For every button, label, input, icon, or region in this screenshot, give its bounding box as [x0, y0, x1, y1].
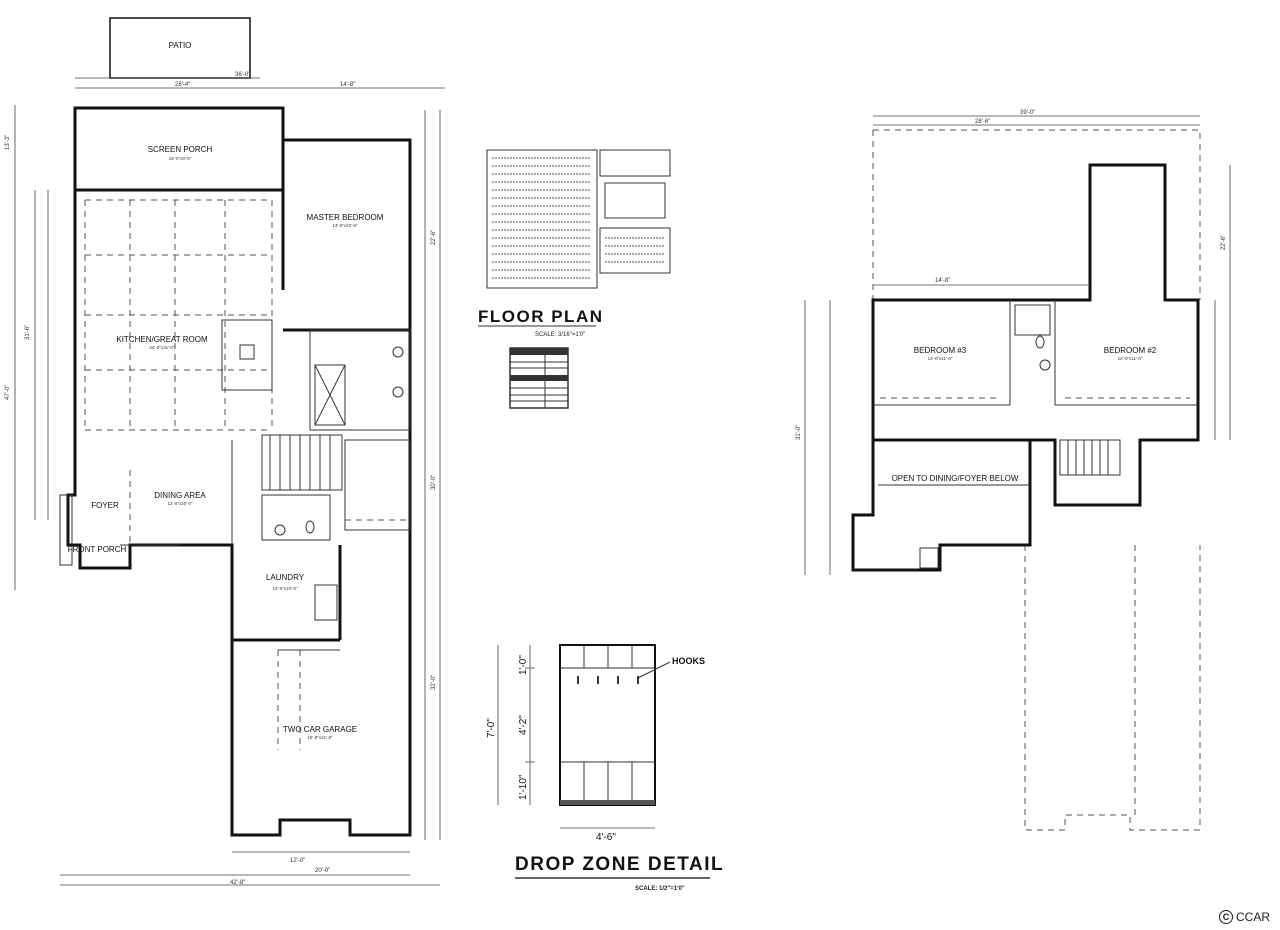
dim-top-1: 28'-4" [175, 82, 190, 88]
dim-top-upper: 39'-0" [1020, 110, 1035, 116]
dim-bottom: 42'-8" [230, 880, 245, 886]
bedroom-2-label: BEDROOM #2 [1104, 346, 1157, 355]
drop-zone-d1: 1'-0" [518, 655, 529, 675]
front-porch-label: FRONT PORCH [68, 545, 127, 554]
drop-zone-height: 7'-0" [486, 718, 497, 738]
hooks-label: HOOKS [672, 656, 705, 666]
kitchen-ceiling-grid [84, 199, 273, 431]
dim-bottom-2: 12'-0" [290, 858, 305, 864]
drop-zone-scale: SCALE: 1/2"=1'0" [635, 886, 685, 892]
svg-text:15'-0"x9'-0": 15'-0"x9'-0" [169, 156, 192, 161]
patio-label: PATIO [169, 41, 192, 50]
svg-text:12'-0"x10'-0": 12'-0"x10'-0" [272, 586, 298, 591]
dim-top-upper-2: 28'-6" [975, 119, 990, 125]
dim-left-3: 31'-6" [25, 325, 31, 340]
drop-zone-title: DROP ZONE DETAIL [515, 854, 724, 875]
general-notes [486, 149, 671, 289]
dim-top-2: 36'-0" [235, 72, 250, 78]
floor-plan-title: FLOOR PLAN [478, 307, 604, 326]
first-floor-plan: PATIO 28'-4" 36'-0" 14'-8" 47'-0" 31'-6"… [5, 17, 445, 886]
dining-area-label: DINING AREA [154, 491, 206, 500]
upper-staircase [1059, 439, 1121, 476]
master-bath [309, 329, 411, 431]
closet [344, 439, 411, 531]
foyer-label: FOYER [91, 501, 119, 510]
svg-text:12'-0"x10'-0": 12'-0"x10'-0" [167, 501, 193, 506]
shower [314, 364, 346, 426]
dim-top-3: 14'-8" [340, 82, 355, 88]
screen-porch-label: SCREEN PORCH [148, 145, 213, 154]
dim-right-upper: 22'-6" [1221, 235, 1227, 250]
drop-zone-d2: 4'-2" [518, 715, 529, 735]
dim-right-3: 32'-0" [431, 675, 437, 690]
dim-garage-width: 20'-0" [315, 868, 330, 874]
dim-left-2: 47'-0" [5, 385, 11, 400]
copyright-icon: C [1218, 910, 1233, 924]
square-footage-table [509, 347, 569, 409]
dim-mid-upper: 14'-8" [935, 278, 950, 284]
staircase [261, 434, 343, 491]
dim-left-1: 13'-3" [5, 135, 11, 150]
svg-text:12'-0"x11'-0": 12'-0"x11'-0" [1118, 356, 1143, 361]
svg-text:12'-0"x11'-0": 12'-0"x11'-0" [928, 356, 953, 361]
powder-room [261, 494, 331, 541]
garage-label: TWO CAR GARAGE [283, 725, 357, 734]
dim-left-upper: 31'-0" [796, 425, 802, 440]
kitchen-island [221, 319, 273, 391]
drop-zone-d3: 1'-10" [518, 774, 529, 800]
floor-plan-scale: SCALE: 3/16"=1'0" [535, 332, 585, 338]
drop-zone-detail: HOOKS 7'-0" 1'-0" 4'-2" 1'-10" 4'-6" DRO… [486, 644, 724, 892]
master-bedroom-label: MASTER BEDROOM [307, 213, 384, 222]
watermark-text: CCAR [1235, 910, 1270, 924]
laundry-label: LAUNDRY [266, 573, 305, 582]
dim-right-1: 22'-6" [431, 230, 437, 245]
second-floor-plan: 39'-0" 28'-6" BEDROOM #3 12'-0"x11'-0" B… [796, 110, 1231, 831]
dim-right-2: 30'-0" [431, 475, 437, 490]
svg-text:19'-8"x21'-8": 19'-8"x21'-8" [307, 735, 333, 740]
open-to-below-label: OPEN TO DINING/FOYER BELOW [892, 474, 1019, 483]
upper-floor-exterior-wall [851, 163, 1200, 572]
svg-text:24'-0"x31'-0": 24'-0"x31'-0" [149, 345, 175, 350]
svg-text:13'-0"x22'-6": 13'-0"x22'-6" [332, 223, 358, 228]
bedroom-3-label: BEDROOM #3 [914, 346, 967, 355]
kitchen-great-room-label: KITCHEN/GREAT ROOM [116, 335, 208, 344]
watermark: C CCAR [1218, 910, 1270, 924]
drop-zone-width: 4'-6" [596, 832, 616, 843]
